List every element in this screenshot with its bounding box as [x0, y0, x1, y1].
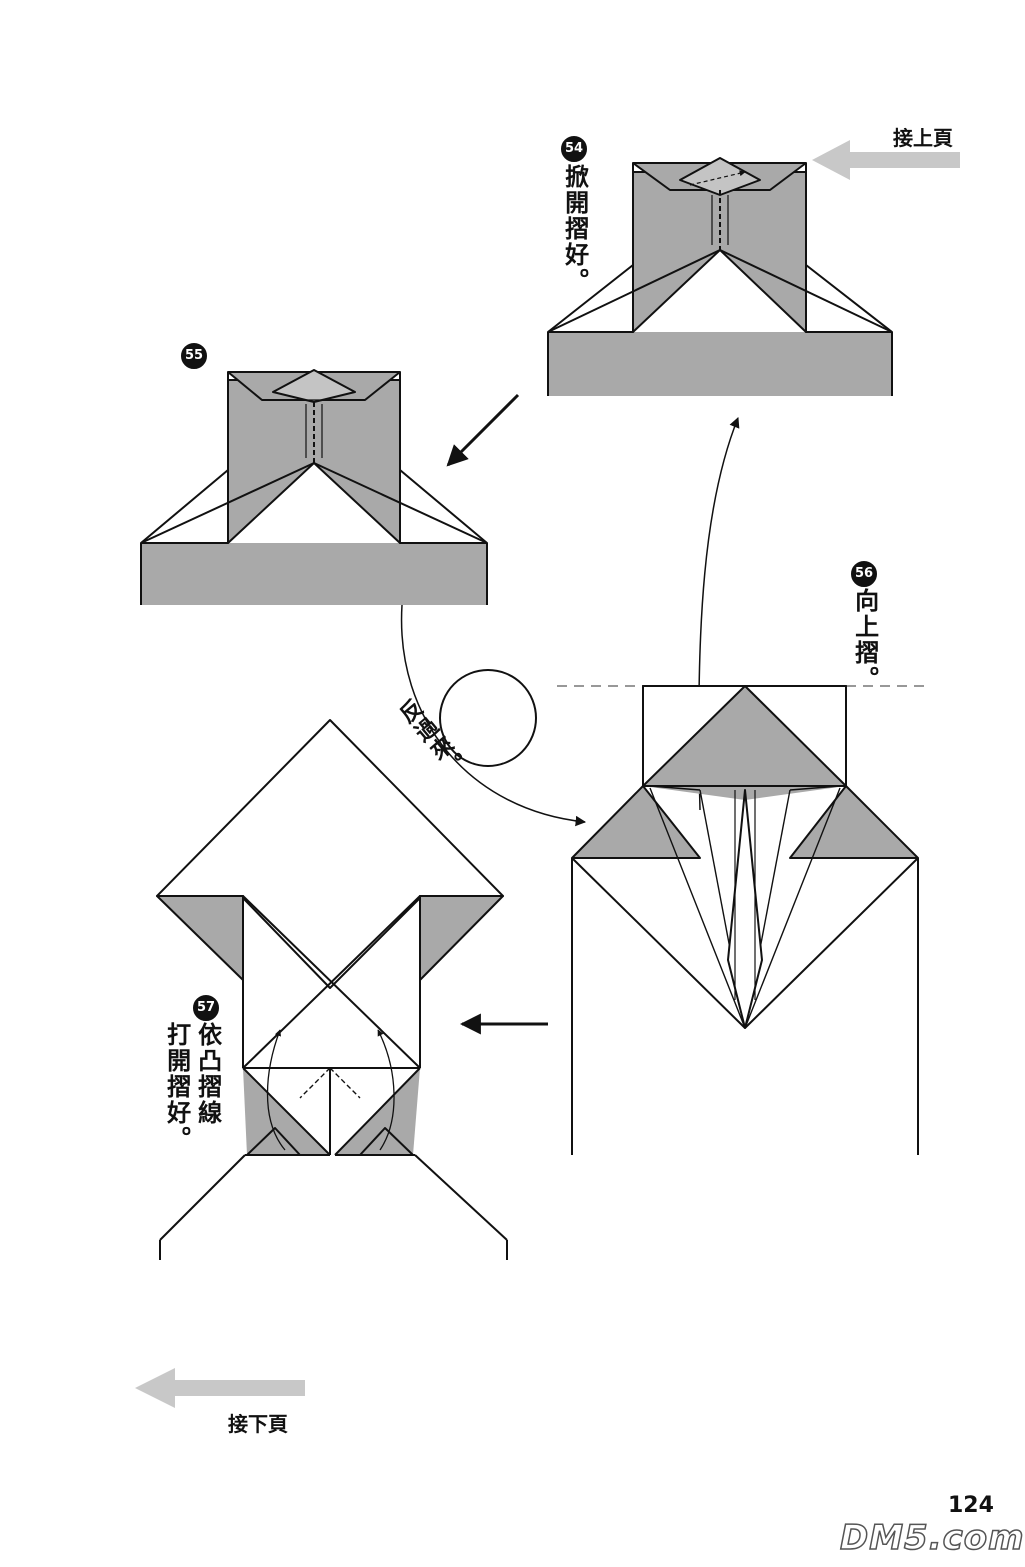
step54-instruction: 掀開摺好。	[560, 164, 589, 294]
page-number: 124	[948, 1493, 994, 1518]
step54-number: 54	[561, 136, 587, 162]
watermark-logo: DM5.com	[839, 1517, 1025, 1559]
step56-instruction: 向上摺。	[850, 588, 879, 692]
origami-diagram	[135, 140, 960, 1408]
step57-instruction-line2: 打開摺好。	[162, 1022, 191, 1152]
step57-instruction-line1: 依凸摺線	[193, 1022, 222, 1126]
continue-from-prev-label: 接上頁	[893, 126, 953, 150]
step55-figure	[140, 369, 488, 605]
watermark-text: DM5.com	[839, 1517, 1025, 1559]
continue-to-next-label: 接下頁	[228, 1412, 288, 1436]
arrow-54-to-55	[446, 393, 520, 467]
step55-number: 55	[181, 343, 207, 369]
step56-number: 56	[851, 561, 877, 587]
step57-number: 57	[193, 995, 219, 1021]
step54-figure	[547, 157, 893, 396]
flip-arrow	[400, 604, 587, 827]
step56-figure	[557, 685, 925, 1155]
continue-to-next-arrow	[135, 1368, 305, 1408]
step57-figure	[156, 719, 508, 1260]
continue-from-prev-arrow	[812, 140, 960, 180]
